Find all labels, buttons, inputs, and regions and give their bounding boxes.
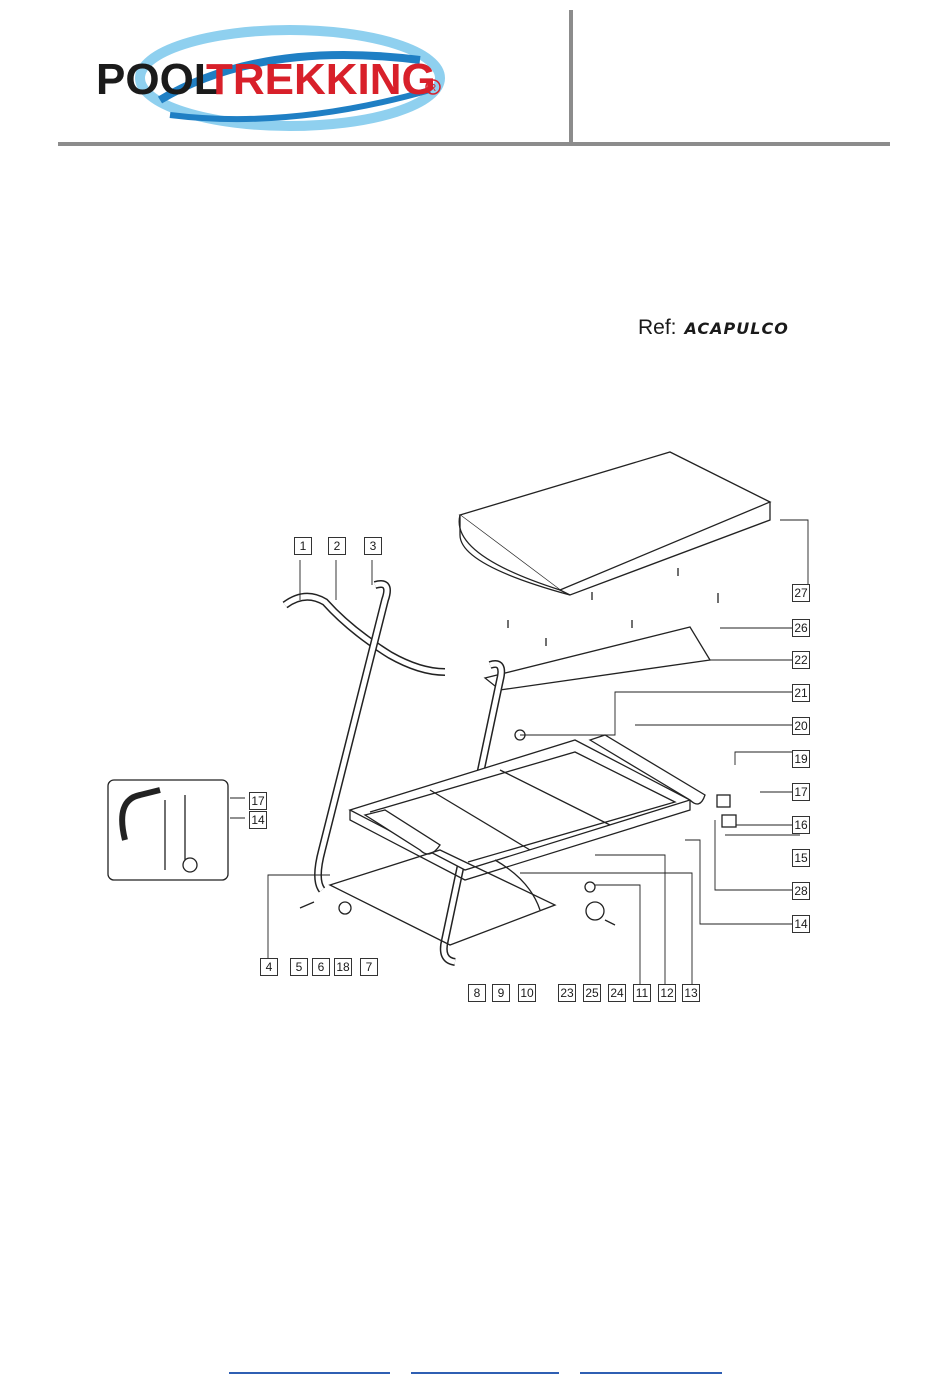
logo-text-trekking: TREKKING <box>206 55 436 104</box>
callout-19: 19 <box>792 750 810 768</box>
callout-3: 3 <box>364 537 382 555</box>
footer-link-2[interactable] <box>411 1372 559 1374</box>
callout-17: 17 <box>792 783 810 801</box>
callout-11: 11 <box>633 984 651 1002</box>
callout-10: 10 <box>518 984 536 1002</box>
leader-lines <box>230 520 808 985</box>
footer-link-3[interactable] <box>580 1372 722 1374</box>
reference-value: ACAPULCO <box>685 319 789 338</box>
callout-16: 16 <box>792 816 810 834</box>
callout-4: 4 <box>260 958 278 976</box>
header-divider <box>58 142 890 146</box>
callout-20: 20 <box>792 717 810 735</box>
block-part-19 <box>717 795 730 807</box>
product-reference: Ref: ACAPULCO <box>638 316 789 340</box>
knob-part-11 <box>585 882 595 892</box>
callout-21: 21 <box>792 684 810 702</box>
deck-board-part <box>485 627 710 690</box>
side-plate-part <box>495 860 540 910</box>
callout-inset-14: 14 <box>249 811 267 829</box>
callout-22: 22 <box>792 651 810 669</box>
callout-6: 6 <box>312 958 330 976</box>
callout-28: 28 <box>792 882 810 900</box>
callout-9: 9 <box>492 984 510 1002</box>
callout-inset-17: 17 <box>249 792 267 810</box>
block-part-16 <box>722 815 736 827</box>
callout-24: 24 <box>608 984 626 1002</box>
belt-cushion-part <box>459 452 770 595</box>
pooltrekking-logo: POOL TREKKING R <box>90 20 450 135</box>
inset-knob <box>183 858 197 872</box>
header-divider-vertical <box>569 10 573 144</box>
callout-14: 14 <box>792 915 810 933</box>
footer-link-1[interactable] <box>229 1372 390 1374</box>
base-frame-part <box>330 850 555 945</box>
bolt-part-24 <box>605 920 615 925</box>
callout-7: 7 <box>360 958 378 976</box>
wheel-part-25 <box>586 902 604 920</box>
callout-1: 1 <box>294 537 312 555</box>
callout-13: 13 <box>682 984 700 1002</box>
inset-detail-frame <box>108 780 228 880</box>
callout-15: 15 <box>792 849 810 867</box>
bolt-part-5 <box>300 902 314 908</box>
reference-label: Ref: <box>638 316 677 339</box>
callout-5: 5 <box>290 958 308 976</box>
callout-23: 23 <box>558 984 576 1002</box>
callout-27: 27 <box>792 584 810 602</box>
callout-25: 25 <box>583 984 601 1002</box>
callout-26: 26 <box>792 619 810 637</box>
callout-8: 8 <box>468 984 486 1002</box>
logo-text-pool: POOL <box>96 55 221 104</box>
callout-18: 18 <box>334 958 352 976</box>
registered-mark-text: R <box>429 83 436 94</box>
callout-2: 2 <box>328 537 346 555</box>
foot-part-18 <box>339 902 351 914</box>
handlebar-part <box>285 597 445 672</box>
callout-12: 12 <box>658 984 676 1002</box>
